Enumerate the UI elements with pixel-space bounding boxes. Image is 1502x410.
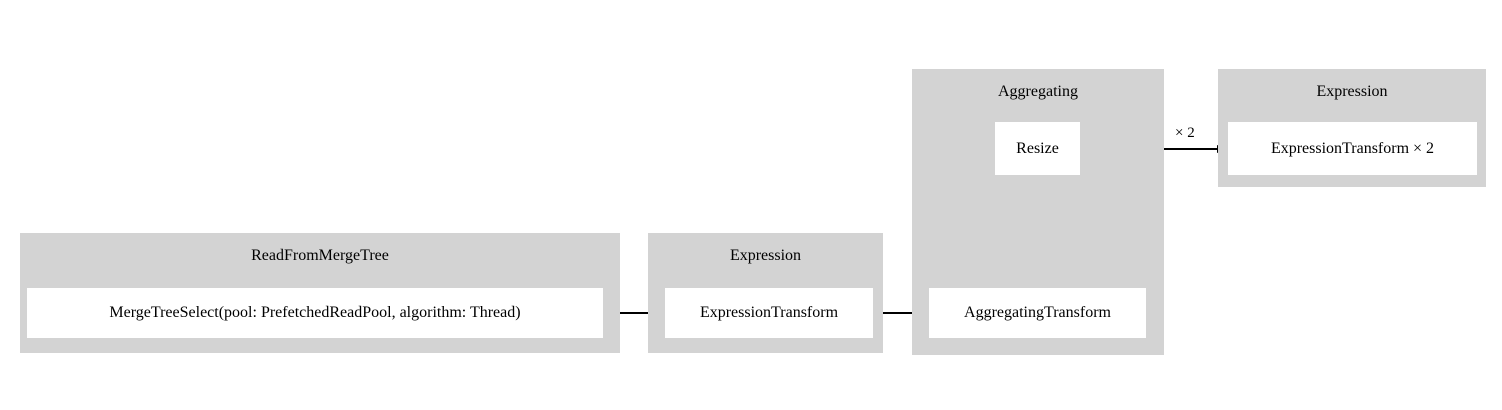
edge-label-resize-to-expression2: × 2 bbox=[1175, 125, 1195, 141]
cluster-title-expression-right: Expression bbox=[1316, 83, 1388, 100]
node-merge-tree-select[interactable]: MergeTreeSelect(pool: PrefetchedReadPool… bbox=[27, 288, 603, 338]
node-expression-transform-x2[interactable]: ExpressionTransform × 2 bbox=[1228, 122, 1477, 175]
node-resize[interactable]: Resize bbox=[995, 122, 1080, 175]
node-expression-transform[interactable]: ExpressionTransform bbox=[665, 288, 873, 338]
node-aggregating-transform[interactable]: AggregatingTransform bbox=[929, 288, 1146, 338]
cluster-title-read-from-merge-tree: ReadFromMergeTree bbox=[251, 247, 389, 264]
cluster-title-expression-left: Expression bbox=[729, 247, 802, 264]
cluster-title-aggregating: Aggregating bbox=[998, 83, 1078, 100]
